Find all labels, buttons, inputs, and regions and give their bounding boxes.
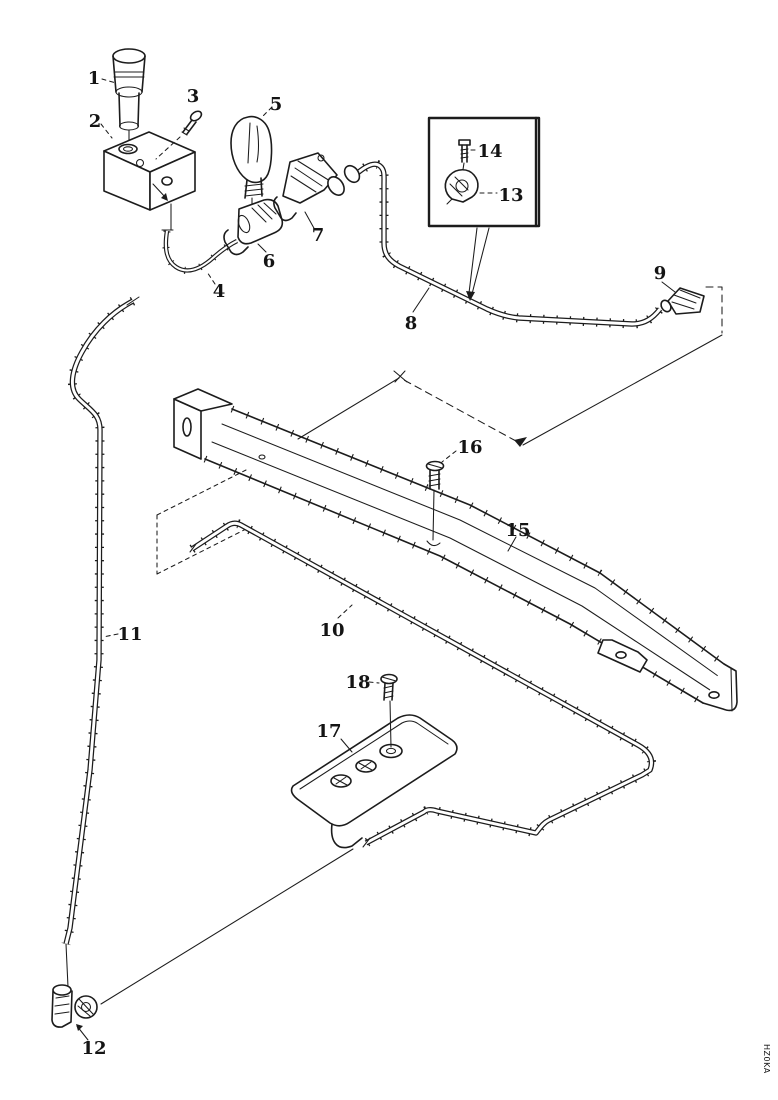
part-6-valve <box>223 198 284 256</box>
part-8-hose <box>327 163 660 324</box>
callout-12: 12 <box>81 1038 106 1059</box>
callout-4: 4 <box>213 281 226 302</box>
part-5-bulb <box>230 115 273 209</box>
callout-3: 3 <box>187 86 200 107</box>
callout-9: 9 <box>654 263 667 284</box>
callout-6: 6 <box>263 251 276 272</box>
callout-17: 17 <box>316 721 341 742</box>
callout-10: 10 <box>319 620 344 641</box>
callout-8: 8 <box>405 313 418 334</box>
part-9-fitting <box>660 287 705 315</box>
dashed-mount-plane <box>156 469 247 575</box>
part-2-reservoir <box>103 131 196 231</box>
callout-7: 7 <box>312 225 325 246</box>
callout-16: 16 <box>457 437 482 458</box>
reference-lines <box>297 286 723 447</box>
part-13-clamp <box>444 168 498 205</box>
callout-13: 13 <box>498 185 523 206</box>
corner-image-code: HZ0KA <box>762 1044 771 1074</box>
callout-leaders <box>100 78 676 753</box>
part-7-bracket <box>273 152 338 222</box>
callout-numbers: 1 2 3 4 5 6 7 8 9 10 11 12 13 14 15 16 1… <box>81 68 666 1059</box>
inset-detail-box <box>427 116 541 301</box>
part-18-screw <box>368 673 398 748</box>
part-4-hose <box>161 230 237 270</box>
part-11-hose <box>66 296 140 988</box>
callout-5: 5 <box>270 94 283 115</box>
callout-1: 1 <box>88 68 101 89</box>
part-12-elbow-fitting <box>51 984 98 1041</box>
part-3-bolt <box>155 110 203 160</box>
part-15-support-bracket <box>173 388 738 712</box>
callout-2: 2 <box>89 111 102 132</box>
part-16-screw <box>425 450 457 541</box>
callout-14: 14 <box>477 141 502 162</box>
callout-15: 15 <box>505 520 530 541</box>
part-14-screw <box>458 139 479 177</box>
part-17-plate <box>290 714 458 849</box>
callout-18: 18 <box>345 672 370 693</box>
part-10-hose <box>100 523 652 1005</box>
callout-11: 11 <box>117 624 142 645</box>
part-1-cap <box>112 48 146 147</box>
